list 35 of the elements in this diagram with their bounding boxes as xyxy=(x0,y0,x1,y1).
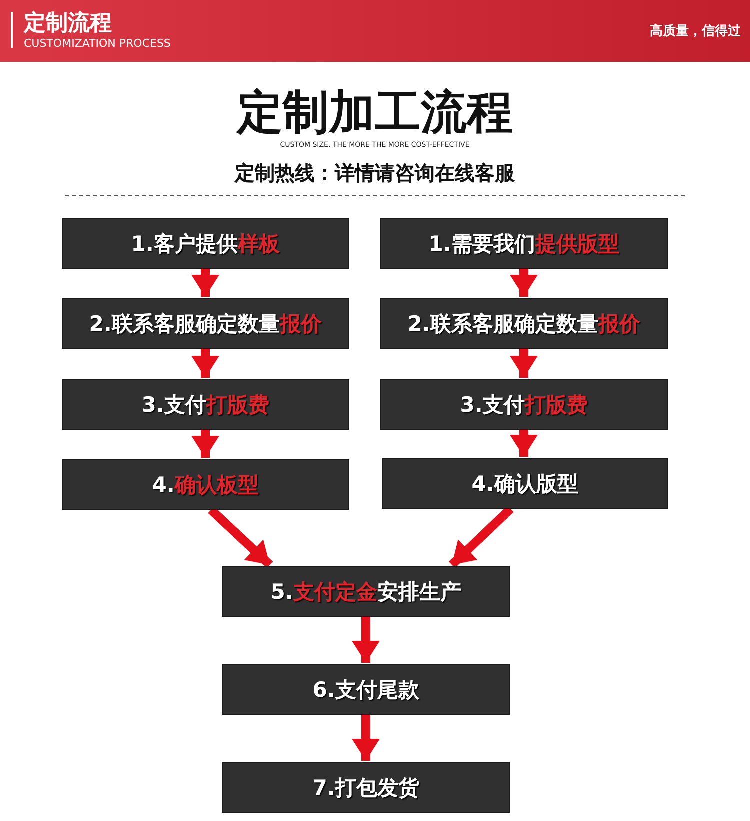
step-label: 5.支付定金安排生产 xyxy=(270,578,462,606)
step-label: 1.客户提供样板 xyxy=(131,230,280,258)
step-label: 2.联系客服确定数量报价 xyxy=(408,310,640,338)
arrow xyxy=(352,617,380,663)
step-box xyxy=(380,298,668,349)
page-title: 定制加工流程 xyxy=(235,84,514,141)
step-label: 3.支付打版费 xyxy=(460,392,588,418)
step-box xyxy=(62,298,349,349)
step-box xyxy=(380,379,668,430)
arrow xyxy=(352,715,380,761)
arrow xyxy=(510,430,538,457)
step-box xyxy=(222,762,510,813)
arrow xyxy=(192,269,220,297)
step-box xyxy=(222,566,510,617)
step-box xyxy=(62,379,349,430)
arrow xyxy=(192,349,220,378)
hotline-note: 定制热线：详情请咨询在线客服 xyxy=(234,160,516,187)
step-label: 4.确认版型 xyxy=(472,470,578,498)
header-slogan: 高质量，信得过 xyxy=(650,22,741,40)
step-box xyxy=(382,458,668,509)
step-box xyxy=(62,218,349,269)
step-box xyxy=(222,664,510,715)
arrow xyxy=(192,430,220,458)
step-label: 4.确认板型 xyxy=(152,472,259,498)
step-label: 6.支付尾款 xyxy=(312,676,420,704)
header-subtitle: CUSTOMIZATION PROCESS xyxy=(24,37,171,50)
step-label: 3.支付打版费 xyxy=(142,392,270,418)
step-label: 1.需要我们提供版型 xyxy=(428,230,620,258)
step-box xyxy=(62,459,349,510)
arrow xyxy=(510,349,538,378)
step-box xyxy=(380,218,668,269)
step-label: 7.打包发货 xyxy=(312,774,420,802)
arrow xyxy=(510,269,538,297)
step-label: 2.联系客服确定数量报价 xyxy=(89,310,322,338)
header-title: 定制流程 xyxy=(24,10,112,38)
